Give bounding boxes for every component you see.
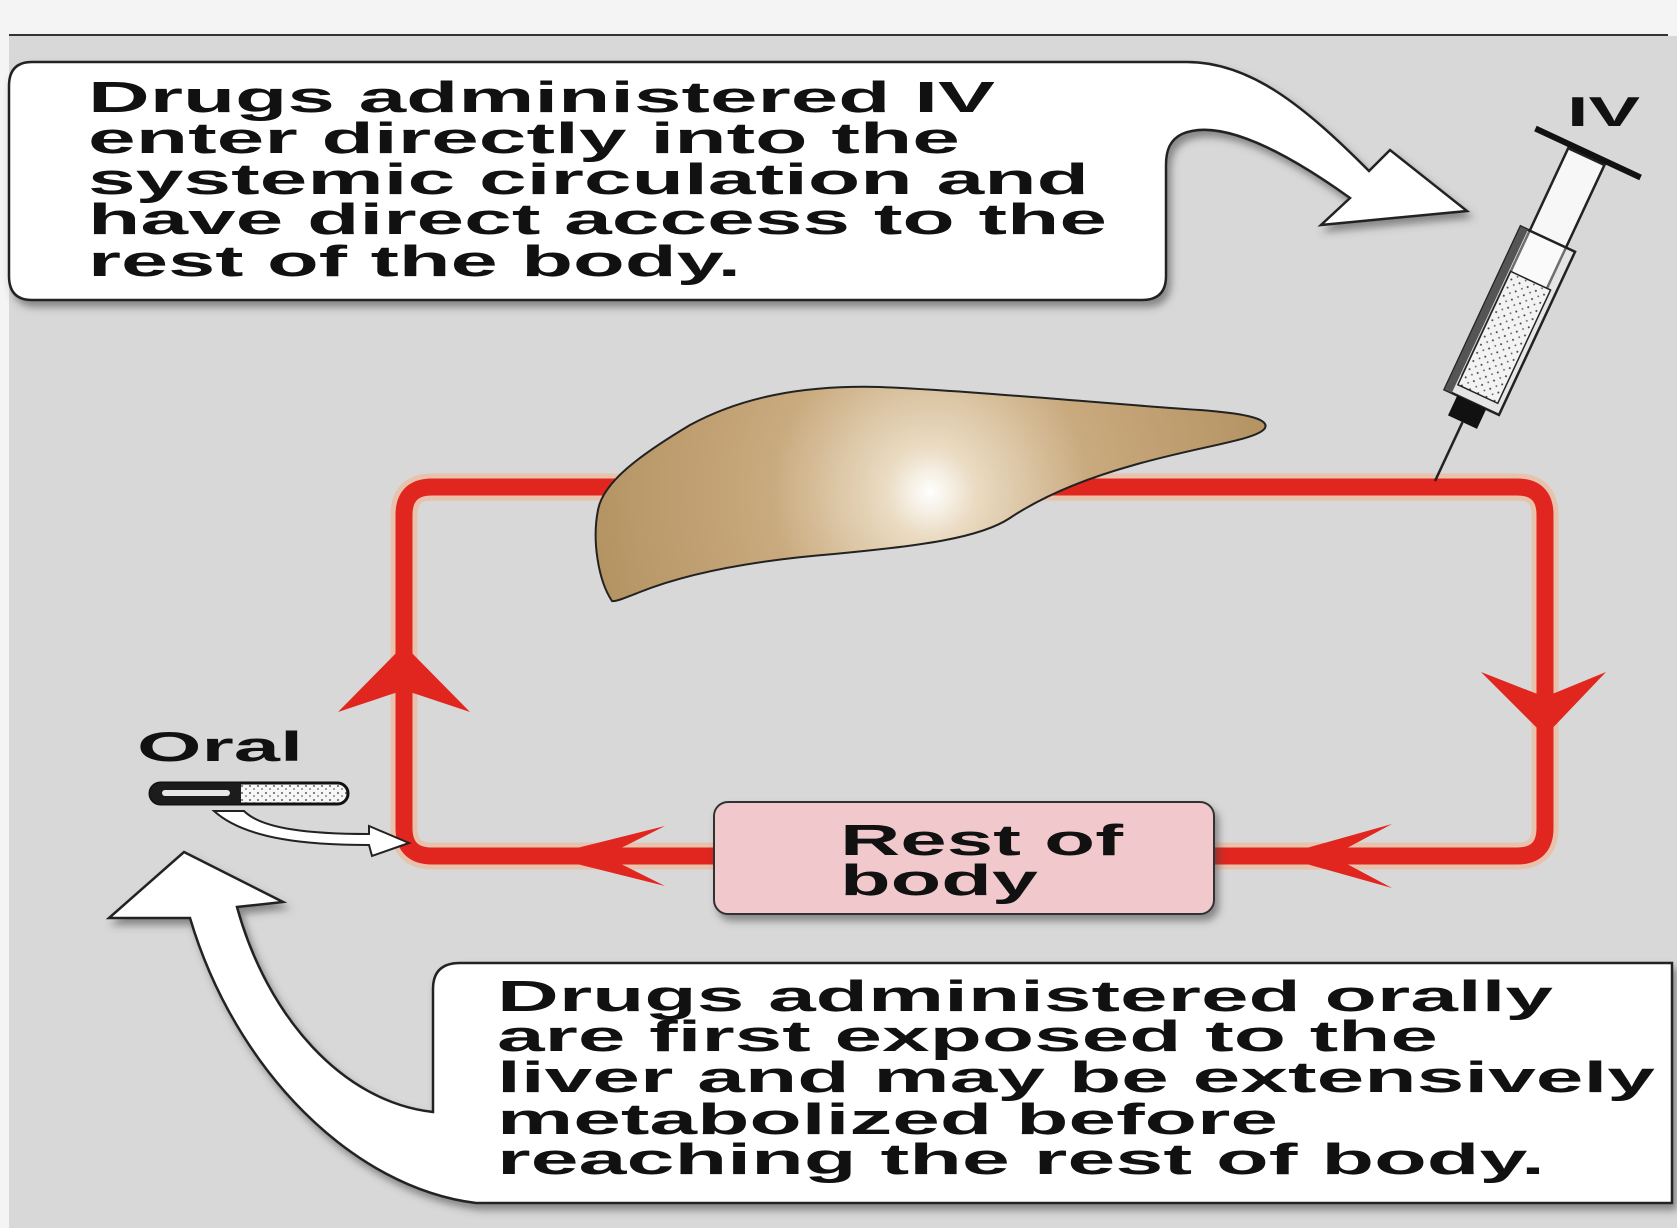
- rest-of-body-label-line: body: [840, 856, 1039, 905]
- iv-label: IV: [1567, 88, 1640, 135]
- oral-label: Oral: [137, 723, 303, 770]
- rest-of-body-box: Rest of body: [714, 802, 1214, 914]
- oral-callout-line: reaching the rest of body.: [497, 1135, 1545, 1184]
- iv-callout-line: rest of the body.: [88, 237, 741, 286]
- pill-icon: [150, 783, 348, 804]
- pill-highlight: [162, 790, 230, 796]
